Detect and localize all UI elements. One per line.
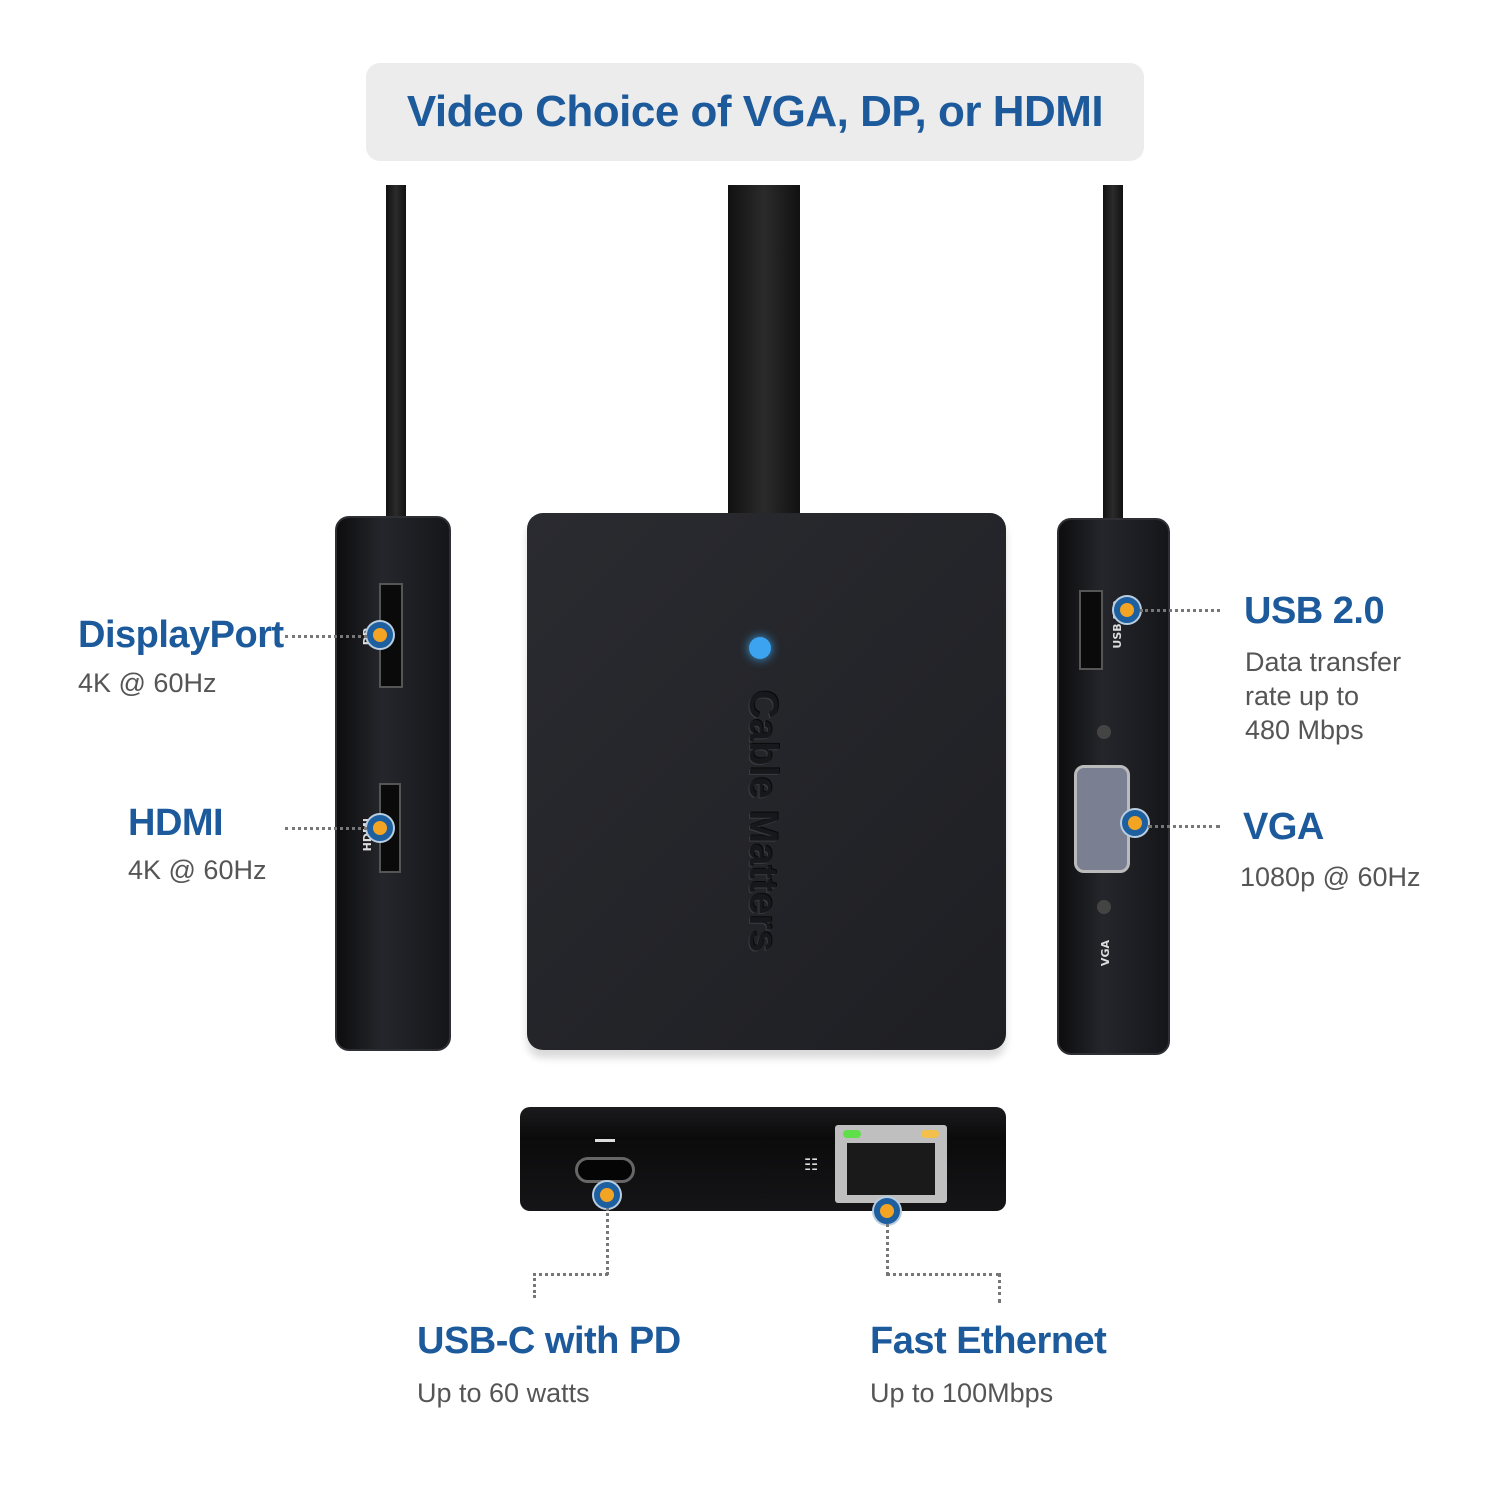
- ethernet-leader: [886, 1273, 1000, 1276]
- hdmi-marker-icon: [367, 815, 393, 841]
- usb-leader: [1140, 609, 1220, 612]
- left-side-panel: DP HDMI: [335, 516, 451, 1051]
- adapter-body: [527, 513, 1006, 1050]
- brand-logo: Cable Matters: [741, 690, 785, 953]
- left-cable: [386, 185, 406, 520]
- screw-icon: [1097, 900, 1111, 914]
- usb-desc-line: rate up to: [1245, 681, 1360, 711]
- usbc-desc: Up to 60 watts: [417, 1378, 590, 1408]
- usb-desc: Data transfer rate up to 480 Mbps: [1245, 645, 1401, 747]
- ethernet-leader: [998, 1273, 1001, 1303]
- front-panel: ☷: [520, 1107, 1006, 1211]
- vga-marker-icon: [1122, 810, 1148, 836]
- title-banner: Video Choice of VGA, DP, or HDMI: [366, 63, 1144, 161]
- vga-leader: [1148, 825, 1220, 828]
- dp-marker-icon: [367, 622, 393, 648]
- ethernet-socket: [847, 1143, 935, 1195]
- usb-desc-line: 480 Mbps: [1245, 715, 1364, 745]
- page-title: Video Choice of VGA, DP, or HDMI: [406, 87, 1104, 136]
- usbc-leader: [606, 1208, 609, 1275]
- displayport-label: DisplayPort: [78, 614, 284, 656]
- usb-c-port: [575, 1157, 635, 1183]
- displayport-desc: 4K @ 60Hz: [78, 668, 217, 698]
- usbc-leader: [533, 1273, 536, 1298]
- usbc-label: USB-C with PD: [417, 1320, 681, 1362]
- hdmi-label: HDMI: [128, 802, 224, 844]
- center-cable: [728, 185, 800, 515]
- activity-led-icon: [921, 1130, 939, 1138]
- link-led-icon: [843, 1130, 861, 1138]
- dp-leader: [285, 635, 367, 638]
- ethernet-port: [835, 1125, 947, 1203]
- hdmi-desc: 4K @ 60Hz: [128, 855, 267, 885]
- vga-desc: 1080p @ 60Hz: [1240, 862, 1421, 892]
- usbc-marker-icon: [594, 1182, 620, 1208]
- ethernet-leader: [886, 1224, 889, 1275]
- usbc-leader: [533, 1273, 608, 1276]
- network-icon: ☷: [804, 1155, 819, 1174]
- hdmi-leader: [285, 827, 367, 830]
- right-side-panel: USB 2.0 VGA: [1057, 518, 1170, 1055]
- usb-label: USB 2.0: [1244, 590, 1385, 632]
- dc-symbol-icon: [595, 1139, 615, 1142]
- usb-desc-line: Data transfer: [1245, 647, 1402, 677]
- ethernet-marker-icon: [874, 1198, 900, 1224]
- screw-icon: [1097, 725, 1111, 739]
- usb-port: [1079, 590, 1103, 670]
- vga-label: VGA: [1243, 806, 1324, 848]
- power-led-icon: [749, 637, 771, 659]
- ethernet-label: Fast Ethernet: [870, 1320, 1107, 1362]
- vga-port-label: VGA: [1099, 940, 1112, 967]
- right-cable: [1103, 185, 1123, 520]
- usb-marker-icon: [1114, 597, 1140, 623]
- ethernet-desc: Up to 100Mbps: [870, 1378, 1054, 1408]
